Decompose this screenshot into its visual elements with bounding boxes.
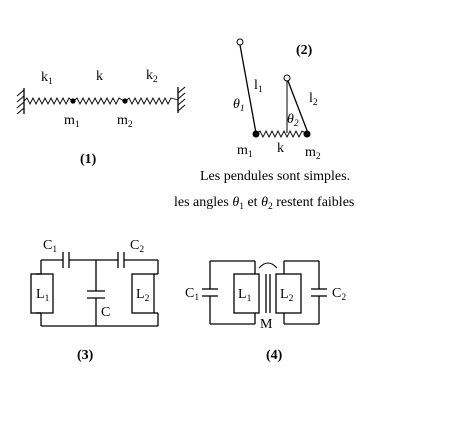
label-l1-circuit4: L1 (238, 287, 252, 304)
label-l2-circuit4: L2 (280, 287, 294, 304)
coupling-spring-k (256, 129, 308, 139)
spring-k1 (23, 96, 73, 106)
label-k-pendulum: k (277, 141, 284, 156)
label-c1-circuit4: C1 (185, 286, 199, 303)
note-line-2: les angles θ1 et θ2 restent faibles (174, 195, 354, 212)
label-l2-circuit3: L2 (136, 287, 150, 304)
caption-3: (3) (77, 348, 94, 363)
label-theta2: θ2 (287, 112, 299, 129)
inductor-l1-circuit4 (233, 273, 260, 314)
label-m2-pendulum: m2 (305, 145, 321, 162)
inductor-l2 (131, 273, 155, 314)
label-l2: l2 (309, 91, 318, 108)
label-c1-circuit3: C1 (43, 238, 57, 255)
inductor-l1 (30, 273, 54, 314)
bob-m1 (252, 130, 260, 138)
figure-2-coupled-pendulums: (2) l1 l2 θ1 θ2 m1 k m2 Les pendules son… (174, 38, 354, 212)
label-l1-circuit3: L1 (36, 287, 50, 304)
spring-k2 (125, 96, 179, 106)
bob-m2 (303, 130, 311, 138)
caption-2: (2) (296, 43, 313, 58)
pivot-2 (283, 74, 291, 82)
label-m1: m1 (64, 113, 80, 130)
note-line-1: Les pendules sont simples. (200, 169, 350, 184)
caption-4: (4) (266, 348, 283, 363)
label-k: k (96, 69, 103, 84)
inductor-l2-circuit4 (275, 273, 302, 314)
label-k1: k1 (41, 70, 53, 87)
figure-4-inductive-coupled-circuit: C1 C2 L1 L2 M (4) (185, 260, 346, 363)
left-wall (16, 88, 25, 115)
label-theta1: θ1 (233, 97, 245, 114)
right-wall (177, 86, 186, 113)
label-m2: m2 (117, 113, 133, 130)
label-c2-circuit4: C2 (332, 286, 346, 303)
spring-k (73, 96, 125, 106)
figure-1-spring-mass-system: k1 k k2 m1 m2 (1) (16, 68, 186, 167)
label-l1: l1 (254, 78, 263, 95)
caption-1: (1) (80, 152, 97, 167)
label-c-circuit3: C (101, 305, 110, 320)
rod-2 (287, 80, 309, 134)
label-c2-circuit3: C2 (130, 238, 144, 255)
pivot-1 (236, 38, 244, 46)
mass-m1 (70, 98, 76, 104)
label-m1-pendulum: m1 (237, 143, 253, 160)
label-m-circuit4: M (260, 317, 273, 332)
mass-m2 (122, 98, 128, 104)
mutual-coupling-arc (258, 262, 278, 269)
label-k2: k2 (146, 68, 158, 85)
figure-3-capacitive-coupled-circuit: C1 C2 C L1 L2 (3) (30, 238, 159, 363)
rod-1 (239, 44, 257, 134)
